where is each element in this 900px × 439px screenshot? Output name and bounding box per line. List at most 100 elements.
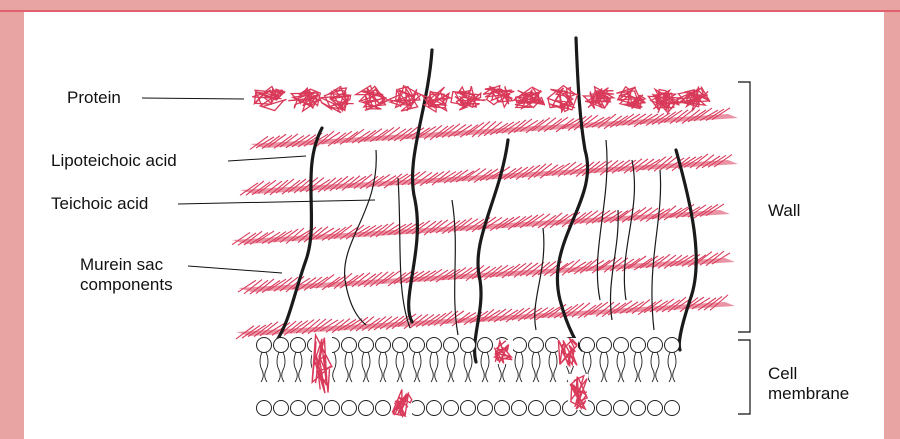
protein-blob <box>388 86 421 111</box>
phospholipid-head <box>665 338 680 353</box>
teichoic-leader <box>178 200 375 204</box>
phospholipid-pair <box>631 338 646 416</box>
phospholipid-head <box>631 338 646 353</box>
phospholipid-head <box>495 401 510 416</box>
phospholipid-pair <box>665 338 680 416</box>
phospholipid-tail <box>600 352 608 382</box>
phospholipid-pair <box>359 338 374 416</box>
phospholipid-head <box>291 401 306 416</box>
phospholipid-head <box>597 401 612 416</box>
phospholipid-pair <box>597 338 612 416</box>
phospholipid-head <box>512 338 527 353</box>
phospholipid-pair <box>512 338 527 416</box>
wall-bracket <box>738 82 750 332</box>
phospholipid-head <box>665 401 680 416</box>
phospholipid-head <box>444 401 459 416</box>
membrane-protein <box>568 374 588 410</box>
membrane-bracket <box>738 340 750 414</box>
phospholipid-head <box>614 338 629 353</box>
wall-label: Wall <box>768 201 800 221</box>
protein-blob <box>514 87 545 109</box>
phospholipid-tail <box>532 352 540 382</box>
phospholipid-tail <box>549 352 557 382</box>
phospholipid-tail <box>396 352 404 382</box>
phospholipid-pair <box>529 338 544 416</box>
membrane-label-line1: Cell <box>768 364 797 384</box>
phospholipid-head <box>529 401 544 416</box>
lipoteichoic-acid-chain <box>676 150 696 350</box>
phospholipid-head <box>529 338 544 353</box>
phospholipid-pair <box>291 338 306 416</box>
phospholipid-tail <box>515 352 523 382</box>
phospholipid-tail <box>668 352 676 382</box>
phospholipid-head <box>308 401 323 416</box>
phospholipid-head <box>325 401 340 416</box>
phospholipid-pair <box>478 338 493 416</box>
phospholipid-head <box>274 401 289 416</box>
lipid-bilayer <box>257 335 680 416</box>
phospholipid-head <box>427 338 442 353</box>
membrane-protein <box>312 335 332 395</box>
protein-blob <box>548 86 578 112</box>
phospholipid-head <box>342 338 357 353</box>
phospholipid-tail <box>345 352 353 382</box>
murein-layer <box>240 154 738 195</box>
phospholipid-tail <box>260 352 268 382</box>
phospholipid-head <box>444 338 459 353</box>
phospholipid-head <box>461 401 476 416</box>
phospholipid-head <box>291 338 306 353</box>
phospholipid-tail <box>362 352 370 382</box>
phospholipid-head <box>461 338 476 353</box>
phospholipid-head <box>478 338 493 353</box>
phospholipid-tail <box>430 352 438 382</box>
phospholipid-head <box>512 401 527 416</box>
phospholipid-pair <box>342 338 357 416</box>
surface-proteins <box>252 86 710 113</box>
protein-blob <box>288 88 321 111</box>
lipoteichoic-leader <box>228 156 306 161</box>
protein-blob <box>616 87 645 109</box>
phospholipid-pair <box>648 338 663 416</box>
murein-layer <box>236 295 735 339</box>
protein-blob <box>252 87 286 111</box>
lipoteichoic-acid-chain <box>557 38 587 350</box>
phospholipid-head <box>274 338 289 353</box>
protein-blob <box>356 86 388 111</box>
protein-blob <box>676 86 710 111</box>
phospholipid-head <box>648 401 663 416</box>
phospholipid-pair <box>444 338 459 416</box>
phospholipid-tail <box>447 352 455 382</box>
protein-blob <box>321 87 354 113</box>
phospholipid-head <box>257 401 272 416</box>
phospholipid-head <box>376 338 391 353</box>
phospholipid-pair <box>257 338 272 416</box>
phospholipid-head <box>359 401 374 416</box>
phospholipid-head <box>376 401 391 416</box>
phospholipid-head <box>359 338 374 353</box>
protein-leader <box>142 98 244 99</box>
phospholipid-head <box>393 338 408 353</box>
protein-blob <box>583 87 614 109</box>
phospholipid-tail <box>481 352 489 382</box>
phospholipid-head <box>614 401 629 416</box>
phospholipid-tail <box>464 352 472 382</box>
phospholipid-head <box>597 338 612 353</box>
protein-label: Protein <box>67 88 121 108</box>
protein-blob <box>483 86 514 108</box>
membrane-protein <box>493 340 513 364</box>
phospholipid-head <box>580 338 595 353</box>
phospholipid-tail <box>634 352 642 382</box>
lipoteichoic-acid-label: Lipoteichoic acid <box>51 151 177 171</box>
murein-leader <box>188 266 282 273</box>
protein-blob <box>648 89 679 112</box>
teichoic-acid-label: Teichoic acid <box>51 194 148 214</box>
phospholipid-pair <box>376 338 391 416</box>
phospholipid-head <box>342 401 357 416</box>
teichoic-acid-chain <box>624 160 634 300</box>
membrane-protein <box>392 388 412 416</box>
murein-layer <box>238 251 735 294</box>
phospholipid-head <box>257 338 272 353</box>
phospholipid-head <box>427 401 442 416</box>
membrane-label-line2: membrane <box>768 384 849 404</box>
